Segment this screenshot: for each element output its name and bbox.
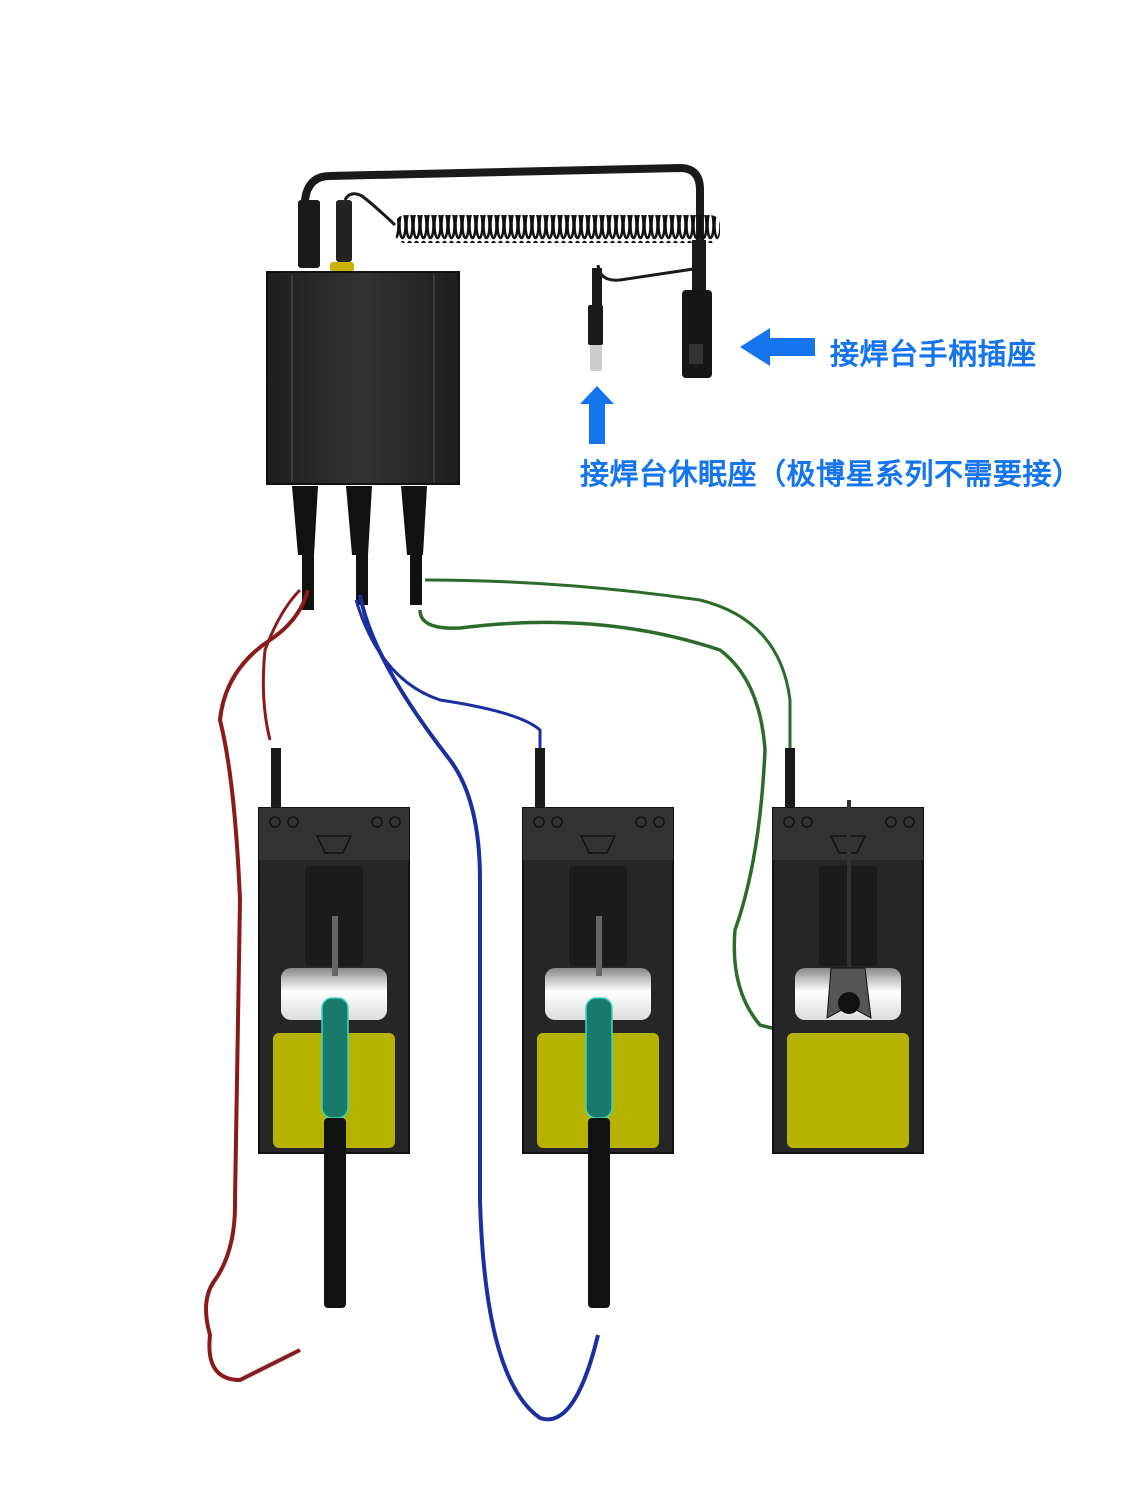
red-cable-station: [261, 588, 302, 741]
db9-port-icon: [315, 835, 353, 854]
screw-icon: [389, 816, 401, 828]
station-plug: [535, 748, 545, 810]
soldering-station-2: [522, 748, 674, 1308]
green-cable: [418, 609, 852, 1032]
screw-icon: [885, 816, 897, 828]
screw-icon: [801, 816, 813, 828]
hub-box: [266, 271, 460, 485]
screw-icon: [551, 816, 563, 828]
screw-icon: [287, 816, 299, 828]
arrow-left-icon: [740, 328, 815, 366]
soldering-station-3: [772, 748, 924, 1154]
cleaning-sponge: [787, 1033, 909, 1148]
station-plug: [785, 748, 795, 810]
station-plug: [271, 748, 281, 810]
screw-icon: [635, 816, 647, 828]
iron-handle: [588, 1118, 610, 1308]
sleep-socket-plug: [588, 268, 603, 371]
arrow-up-icon: [580, 386, 614, 444]
blue-cable-station: [354, 599, 542, 760]
iron-holder-cup: [545, 968, 651, 1020]
box-plug-left: [298, 200, 320, 268]
db9-port-icon: [579, 835, 617, 854]
iron-grip: [321, 997, 349, 1119]
handle-socket-connector: [682, 240, 712, 378]
screw-icon: [533, 816, 545, 828]
screw-icon: [783, 816, 795, 828]
sleep-socket-label: 接焊台休眠座（极博星系列不需要接）: [580, 457, 1082, 491]
handle-cable: [301, 163, 720, 285]
hub-output-connectors: [292, 486, 427, 610]
iron-handle: [324, 1118, 346, 1308]
red-cable: [204, 589, 310, 1383]
screw-icon: [269, 816, 281, 828]
iron-holder-cup: [281, 968, 387, 1020]
box-plug-right: [336, 200, 352, 262]
station-top-panel: [523, 808, 673, 860]
iron-tip: [596, 916, 602, 976]
green-cable-station: [424, 578, 792, 760]
handle-socket-label: 接焊台手柄插座: [830, 337, 1037, 371]
tweezer-rod: [847, 800, 851, 970]
station-top-panel: [259, 808, 409, 860]
screw-icon: [653, 816, 665, 828]
screw-icon: [903, 816, 915, 828]
box-plug-ring: [330, 262, 354, 272]
blue-cable: [358, 594, 600, 1422]
iron-tip: [332, 916, 338, 976]
db9-port-icon: [829, 835, 867, 854]
iron-grip: [585, 997, 613, 1119]
holder-hole: [838, 992, 860, 1014]
soldering-station-1: [258, 748, 410, 1308]
screw-icon: [371, 816, 383, 828]
